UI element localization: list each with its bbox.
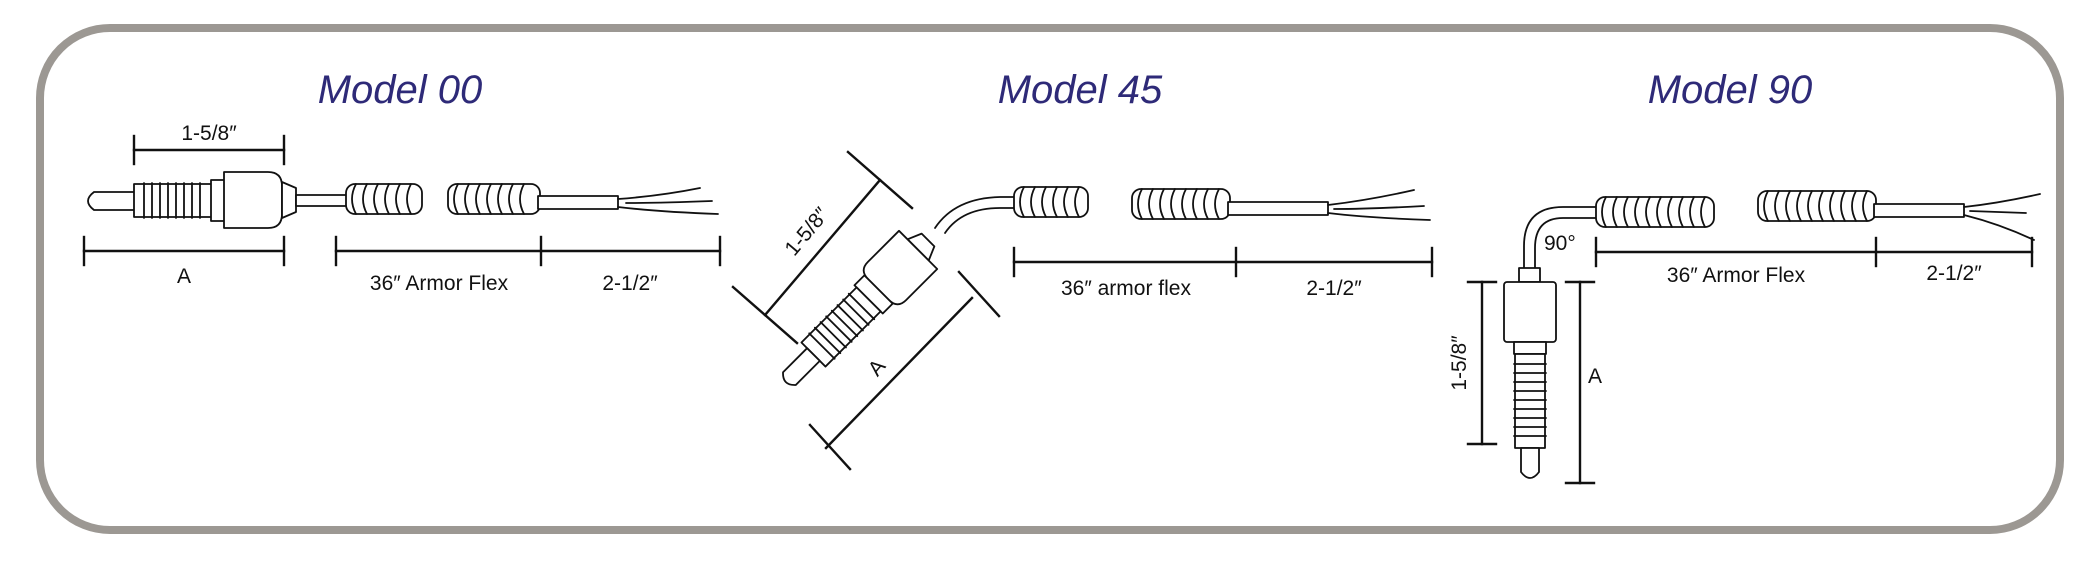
model-00-probe-length-label: 1-5/8″ (181, 122, 237, 145)
diagram-frame (36, 24, 2064, 534)
model-00-lead-sleeve (537, 195, 619, 210)
model-45-armor-flex-a (1013, 186, 1089, 218)
model-90-dim-armor (1594, 236, 2034, 268)
model-90-dim-a (1564, 280, 1596, 485)
model-90-bent-tube (1523, 206, 1599, 269)
model-90-armor-flex-a (1595, 196, 1715, 228)
model-00-threads (143, 182, 201, 219)
model-90-dim-probe (1466, 280, 1498, 446)
model-00-hex-nut (210, 179, 226, 222)
model-90-armor-flex-label: 36″ Armor Flex (1667, 264, 1806, 287)
model-90-threaded-stem (1514, 353, 1546, 449)
model-90-angle-label: 90° (1544, 232, 1576, 255)
model-00-dim-armor (334, 235, 722, 267)
model-00-armor-flex-a (345, 183, 423, 215)
model-45-probe (782, 229, 939, 386)
model-90-title: Model 90 (1648, 68, 1813, 112)
model-00-dim-a (82, 235, 286, 267)
model-00-lead-wires (617, 187, 719, 215)
model-45-dim-a (808, 270, 1001, 471)
model-90-probe-tip (1520, 447, 1540, 479)
model-90-fitting-body (1503, 281, 1557, 343)
model-00-connector-tube (295, 194, 349, 207)
model-45-lead-wires (1327, 189, 1431, 221)
model-45: Model 45 (731, 68, 1434, 471)
model-45-armor-flex-label: 36″ armor flex (1061, 277, 1191, 300)
model-00-dim-probe (132, 134, 286, 166)
model-90-hex-nut (1513, 341, 1547, 355)
model-90-lead-wires (1963, 193, 2041, 241)
model-90-lead-sleeve (1873, 203, 1965, 218)
model-90-ferrule (1518, 267, 1541, 283)
model-00-overall-label: A (177, 265, 191, 288)
model-45-dim-probe (731, 150, 914, 345)
model-90-probe-length-label: 1-5/8″ (1448, 335, 1471, 391)
model-00-lead-length-label: 2-1/2″ (602, 272, 658, 295)
model-90-armor-flex-b (1757, 190, 1877, 222)
model-00-probe-tip (87, 191, 137, 211)
model-00-armor-flex-label: 36″ Armor Flex (370, 272, 509, 295)
model-90-overall-label: A (1588, 365, 1602, 388)
model-00-threaded-stem (133, 183, 213, 218)
model-45-lead-length-label: 2-1/2″ (1306, 277, 1362, 300)
model-90-threads (1513, 363, 1547, 437)
model-90: Model 90 90° (1448, 68, 2041, 485)
model-00-armor-flex-b (447, 183, 541, 215)
model-00-title: Model 00 (318, 68, 483, 112)
model-00-fitting-body (223, 171, 283, 229)
model-45-armor-flex-b (1131, 188, 1231, 220)
model-00-ferrule (281, 181, 297, 219)
model-45-lead-sleeve (1227, 201, 1329, 216)
model-45-bent-tube (934, 196, 1016, 234)
model-45-title: Model 45 (998, 68, 1163, 112)
model-00: Model 00 (82, 68, 722, 295)
model-45-dim-armor (1012, 246, 1434, 278)
model-90-lead-length-label: 2-1/2″ (1926, 262, 1982, 285)
